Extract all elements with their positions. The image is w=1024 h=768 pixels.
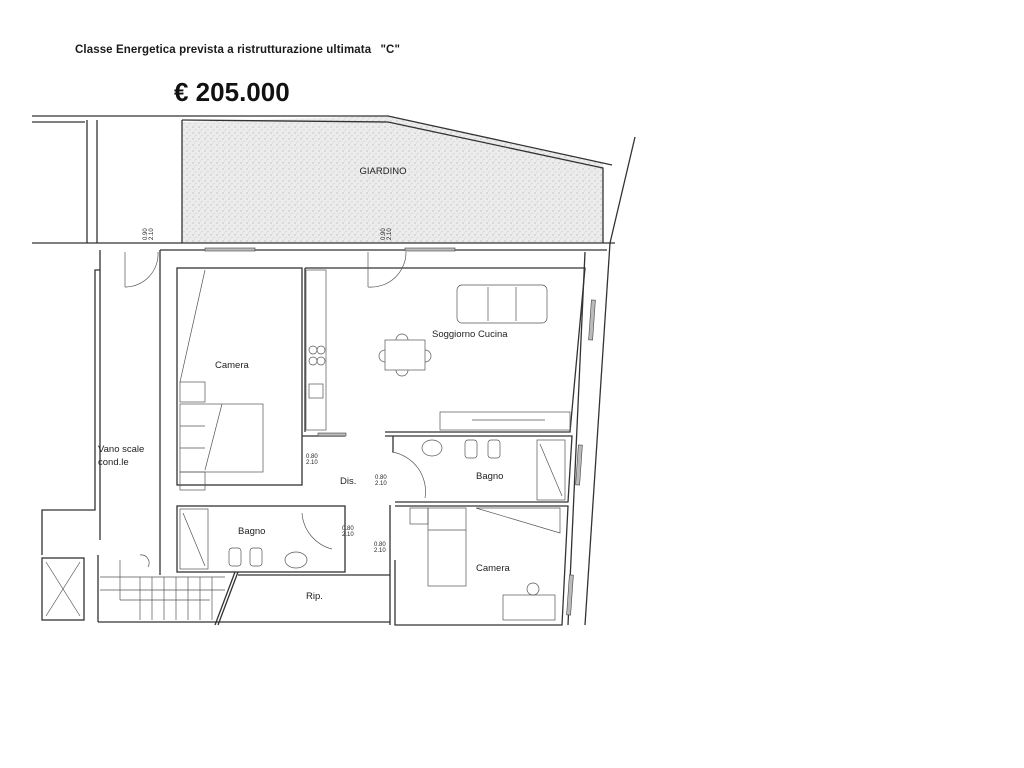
door-dim-hall-h: 2.10 [306,460,318,466]
bathroom-1: Bagno [176,505,346,573]
garden-label: GIARDINO [360,166,407,177]
bedroom-2: Camera [394,505,569,626]
storage-label: Rip. [306,591,323,602]
bedroom-1: Camera [176,267,303,491]
living-kitchen-label: Soggiorno Cucina [432,329,508,340]
storage: Rip. [238,505,391,625]
door-dim-garden-1-h: 2.10 [149,228,155,240]
living-kitchen: 0.90 2.10 Soggiorno Cucina [304,228,586,433]
door-dim-bath1-w: 0.80 [342,526,354,532]
door-dim-bed2-h: 2.10 [374,548,386,554]
door-dim-hall-w: 0.80 [306,454,318,460]
energy-class-note: Classe Energetica prevista a ristruttura… [75,44,400,56]
hallway-label: Dis. [340,476,356,487]
stairwell-label-2: cond.le [98,457,129,468]
stairwell-label-1: Vano scale [98,444,144,455]
door-dim-garden-2-w: 0.90 [381,228,387,240]
garden-area: GIARDINO [32,115,636,244]
door-dim-bed2-w: 0.80 [374,542,386,548]
door-dim-bath2-w: 0.80 [375,475,387,481]
energy-class-value: "C" [380,44,401,56]
bathroom-1-label: Bagno [238,526,265,537]
door-dim-garden-1-w: 0.90 [143,228,149,240]
bedroom-1-label: Camera [215,360,250,371]
door-dim-garden-2-h: 2.10 [387,228,393,240]
energy-class-text: Classe Energetica prevista a ristruttura… [75,44,372,56]
bedroom-2-label: Camera [476,563,511,574]
price: € 205.000 [174,77,290,107]
stairwell: Vano scale cond.le 0.90 2.10 [41,228,360,626]
bathroom-2: Bagno [385,435,573,503]
hallway: 0.80 2.10 Dis. 0.80 2.10 0.80 2.10 0.80 … [302,432,426,554]
exterior-walls [32,242,615,626]
door-dim-bath1-h: 2.10 [342,532,354,538]
bathroom-2-label: Bagno [476,471,503,482]
door-dim-bath2-h: 2.10 [375,481,387,487]
